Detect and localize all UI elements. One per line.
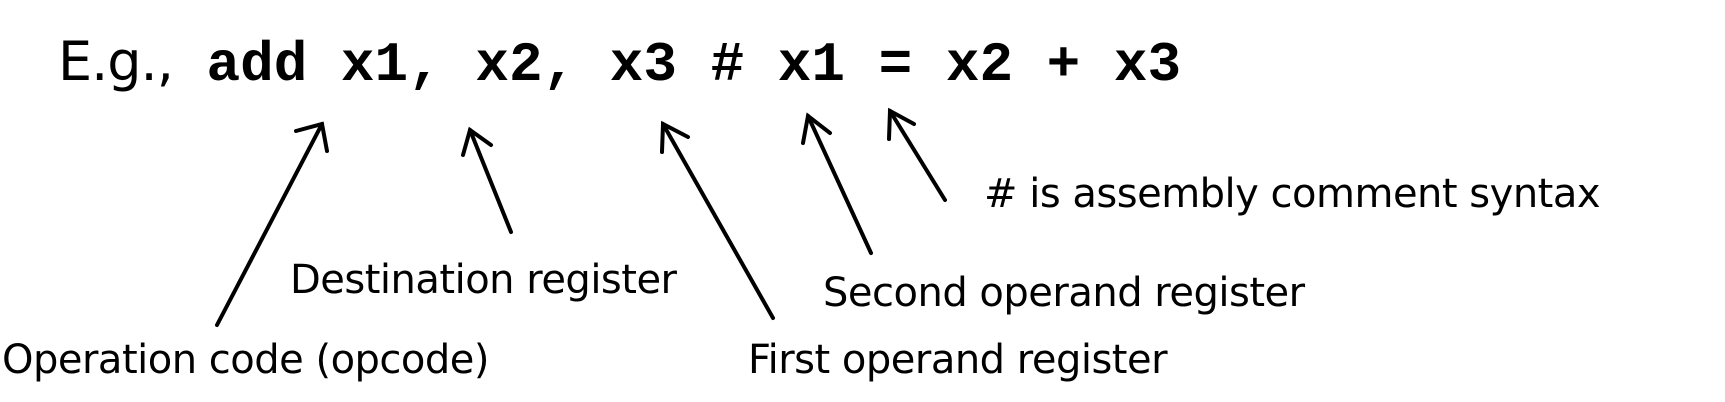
second-operand-register-label: Second operand register <box>823 270 1305 316</box>
example-prefix: E.g., <box>58 30 174 93</box>
comment-arrow <box>887 107 947 202</box>
opcode-label: Operation code (opcode) <box>2 337 490 383</box>
opcode-arrow <box>215 121 329 327</box>
destination-arrow <box>461 126 513 234</box>
destination-register-label: Destination register <box>290 257 677 303</box>
first-operand-arrow <box>660 120 775 320</box>
comment-syntax-label: # is assembly comment syntax <box>984 171 1601 217</box>
second-operand-arrow <box>801 112 873 255</box>
instruction-example: E.g., add x1, x2, x3 # x1 = x2 + x3 <box>58 22 1181 102</box>
assembly-instruction: add x1, x2, x3 # x1 = x2 + x3 <box>172 33 1182 97</box>
first-operand-register-label: First operand register <box>748 337 1168 383</box>
